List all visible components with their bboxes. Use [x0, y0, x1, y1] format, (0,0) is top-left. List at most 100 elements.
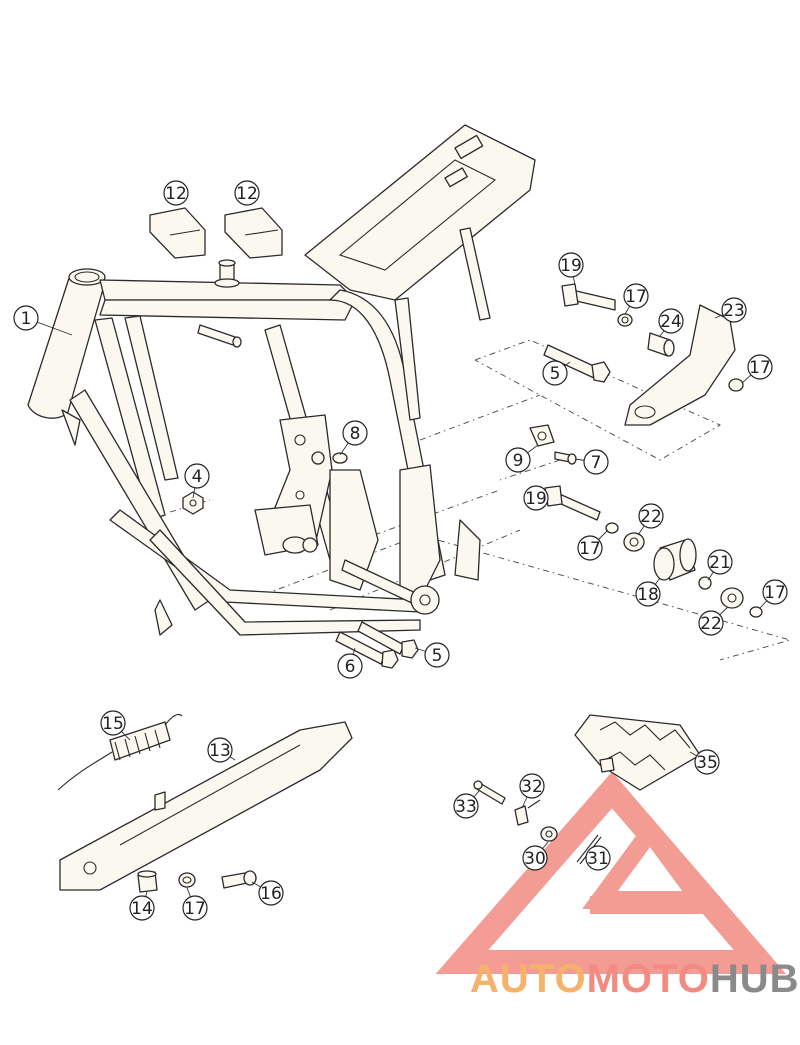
callout-circle [585, 845, 611, 871]
callout-33: 33 [453, 789, 481, 819]
callout-circle [13, 305, 39, 331]
callout-circle [623, 283, 649, 309]
callout-5: 5 [414, 642, 450, 668]
callout-labels: 1 12 12 4 8 9 7 19 17 24 23 5 17 19 22 17 18 21 22 17 6 5 15 13… [13, 180, 788, 921]
callout-circle [658, 308, 684, 334]
watermark-text-auto: AUTO [470, 957, 587, 1001]
callout-circle [453, 793, 479, 819]
side-stand-group [57, 713, 353, 893]
callout-number: 22 [640, 507, 662, 527]
callout-7: 7 [574, 449, 609, 475]
callout-number: 17 [625, 287, 647, 307]
callout-number: 23 [723, 301, 745, 321]
svg-text:AUTOMOTOHUB: AUTOMOTOHUB [470, 957, 800, 1001]
callout-number: 35 [696, 753, 718, 773]
callout-17: 17 [741, 354, 773, 384]
callout-circle [519, 773, 545, 799]
spacer-group [544, 485, 763, 618]
callout-17: 17 [759, 579, 788, 609]
callout-23: 23 [714, 297, 747, 323]
callout-17: 17 [623, 283, 649, 315]
callout-14: 14 [129, 891, 155, 921]
callout-number: 22 [700, 614, 722, 634]
callout-circle [337, 653, 363, 679]
callout-24: 24 [658, 308, 684, 337]
callout-number: 13 [209, 741, 231, 761]
callout-12: 12 [234, 180, 260, 206]
callout-6: 6 [337, 647, 363, 679]
callout-number: 19 [525, 489, 547, 509]
callout-22: 22 [698, 606, 729, 636]
callout-circle [184, 463, 210, 489]
callout-circle [258, 880, 284, 906]
callout-number: 6 [345, 657, 356, 677]
callout-number: 14 [131, 899, 153, 919]
callout-number: 32 [521, 777, 543, 797]
small-hardware [182, 424, 577, 515]
callout-number: 12 [236, 184, 258, 204]
callout-17: 17 [182, 887, 208, 921]
callout-number: 8 [350, 424, 361, 444]
callout-circle [522, 845, 548, 871]
callout-number: 15 [102, 714, 124, 734]
callout-number: 21 [709, 553, 731, 573]
callout-number: 30 [524, 849, 546, 869]
callout-18: 18 [635, 577, 661, 607]
callout-circle [234, 180, 260, 206]
callout-5: 5 [542, 360, 571, 386]
callout-circle [505, 447, 531, 473]
callout-circle [100, 710, 126, 736]
callout-15: 15 [100, 710, 131, 741]
callout-number: 19 [560, 256, 582, 276]
callout-number: 17 [184, 899, 206, 919]
watermark-text-hub: HUB [710, 957, 800, 1001]
frame [27, 124, 536, 636]
footpeg-group [473, 714, 701, 865]
callout-number: 24 [660, 312, 682, 332]
watermark-logo [435, 771, 787, 974]
callout-circle [762, 579, 788, 605]
lower-bolts [335, 621, 419, 669]
callout-13: 13 [207, 737, 236, 763]
callout-9: 9 [505, 444, 539, 473]
footrest-bracket-group [543, 283, 744, 426]
watermark-text-moto: MOTO [587, 957, 710, 1001]
callout-number: 17 [579, 539, 601, 559]
watermark-text: AUTOMOTOHUB [470, 957, 800, 1001]
callout-circle [583, 449, 609, 475]
callout-circle [698, 610, 724, 636]
callout-circle [182, 895, 208, 921]
callout-8: 8 [339, 420, 368, 456]
callout-number: 9 [513, 451, 524, 471]
callout-number: 17 [764, 583, 786, 603]
callout-circle [523, 485, 549, 511]
callout-19: 19 [523, 485, 549, 511]
callout-31: 31 [585, 845, 611, 871]
callout-circle [707, 549, 733, 575]
callout-16: 16 [251, 880, 284, 906]
callout-circle [424, 642, 450, 668]
callout-circle [163, 180, 189, 206]
callout-number: 1 [21, 309, 32, 329]
callout-30: 30 [522, 841, 549, 871]
callout-circle [635, 581, 661, 607]
callout-19: 19 [558, 252, 584, 286]
callout-number: 17 [749, 358, 771, 378]
callout-22: 22 [637, 503, 664, 536]
callout-number: 31 [587, 849, 609, 869]
pad-parts-12 [149, 207, 283, 259]
callout-circle [721, 297, 747, 323]
callout-number: 7 [591, 453, 602, 473]
callout-number: 16 [260, 884, 282, 904]
callout-circle [577, 535, 603, 561]
callout-number: 4 [192, 467, 203, 487]
callout-circle [694, 749, 720, 775]
callout-4: 4 [184, 463, 210, 499]
callout-number: 5 [432, 646, 443, 666]
callout-32: 32 [519, 773, 545, 809]
callout-12: 12 [163, 180, 189, 206]
callout-circle [129, 895, 155, 921]
callout-number: 5 [550, 364, 561, 384]
callout-number: 12 [165, 184, 187, 204]
